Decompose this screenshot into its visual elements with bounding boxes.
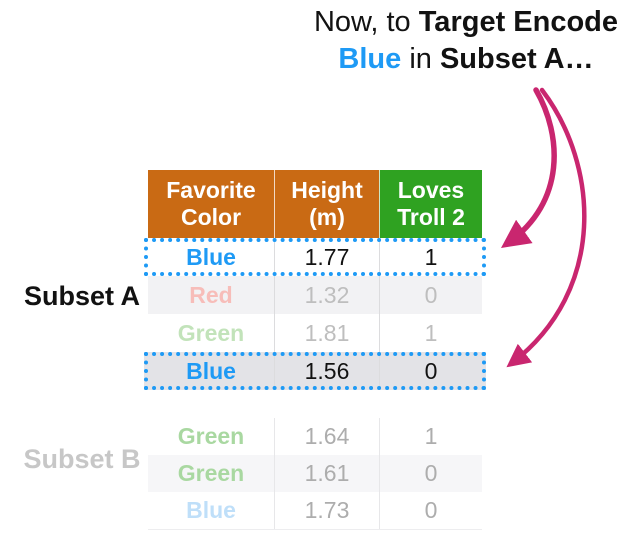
cell-height: 1.81: [274, 314, 379, 352]
cell-loves-troll: 0: [379, 276, 482, 314]
cell-height: 1.73: [274, 492, 379, 529]
cell-height: 1.61: [274, 455, 379, 492]
title-line-1: Now, to Target Encode: [266, 4, 643, 41]
subset-b-label: Subset B: [23, 444, 141, 474]
cell-height: 1.56: [274, 356, 379, 386]
cell-height: 1.77: [274, 242, 379, 272]
table-row-green-161: Green 1.61 0: [148, 455, 482, 492]
data-table: Favorite Color Height (m) Loves Troll 2 …: [144, 170, 486, 529]
cell-favorite-color: Blue: [186, 497, 236, 523]
cell-loves-troll: 0: [379, 455, 482, 492]
subset-a-rows: Blue 1.77 1 Red 1.32 0 Green 1.81 1 Blue…: [144, 238, 486, 390]
cell-loves-troll: 1: [379, 242, 482, 272]
cell-loves-troll: 1: [379, 314, 482, 352]
cell-height: 1.32: [274, 276, 379, 314]
header-loves-troll-2: Loves Troll 2: [379, 170, 482, 238]
cell-favorite-color: Green: [177, 423, 245, 449]
cell-height: 1.64: [274, 418, 379, 455]
title-line-2: Blue in Subset A…: [266, 41, 643, 78]
title-line2-mid: in: [401, 43, 440, 75]
cell-favorite-color: Blue: [186, 243, 236, 270]
title-line1-emphasis: Target Encode: [418, 6, 619, 38]
title-line2-emphasis: Subset A…: [439, 43, 594, 75]
cell-loves-troll: 0: [379, 492, 482, 529]
arrow-to-second-blue-row: [506, 87, 587, 368]
cell-favorite-color: Green: [177, 460, 245, 486]
header-favorite-color: Favorite Color: [148, 170, 274, 238]
table-row-blue-156: Blue 1.56 0: [144, 352, 486, 390]
cell-favorite-color: Blue: [186, 357, 236, 384]
cell-loves-troll: 0: [379, 356, 482, 386]
cell-favorite-color: Red: [189, 281, 233, 308]
cell-favorite-color: Green: [177, 319, 245, 346]
table-header-row: Favorite Color Height (m) Loves Troll 2: [148, 170, 482, 238]
table-row-blue-173: Blue 1.73 0: [148, 492, 482, 529]
table-row-green-181: Green 1.81 1: [148, 314, 482, 352]
slide-title: Now, to Target Encode Blue in Subset A…: [266, 4, 643, 78]
table-row-blue-177: Blue 1.77 1: [144, 238, 486, 276]
subset-a-label: Subset A: [23, 281, 140, 311]
table-row-red-132: Red 1.32 0: [148, 276, 482, 314]
title-line1-prefix: Now, to: [313, 6, 419, 38]
title-blue-word: Blue: [338, 43, 402, 75]
arrow-to-first-blue-row: [500, 87, 557, 248]
cell-loves-troll: 1: [379, 418, 482, 455]
table-row-green-164: Green 1.64 1: [148, 418, 482, 455]
subset-b-rows: Green 1.64 1 Green 1.61 0 Blue 1.73 0: [148, 418, 482, 529]
header-height-m: Height (m): [274, 170, 379, 238]
